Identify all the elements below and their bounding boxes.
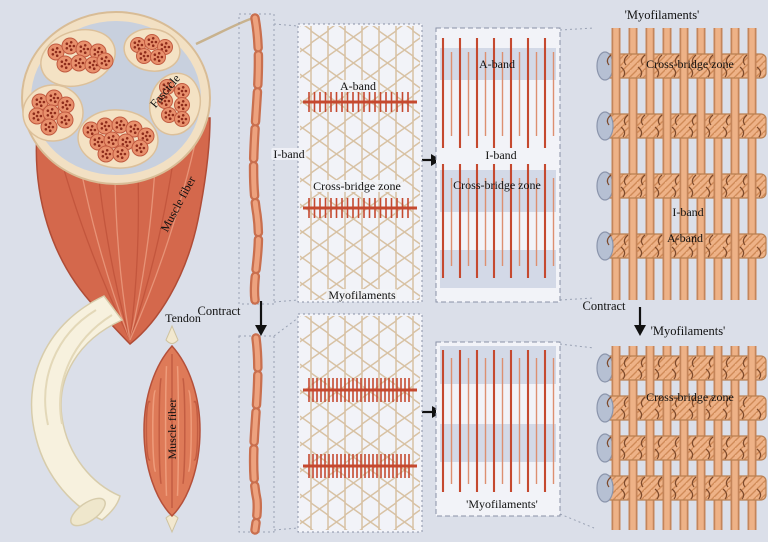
sarcomere-line-panels xyxy=(435,27,561,517)
label-hex-a-band: A-band xyxy=(338,79,378,93)
label-woven-a-band: A-band xyxy=(667,231,703,245)
label-woven-i-band: I-band xyxy=(672,205,704,219)
label-hex-i-band: I-band xyxy=(271,147,307,161)
label-woven-cross-bridge-bottom: Cross-bridge zone xyxy=(646,390,734,404)
label-line-cross-bridge: Cross-bridge zone xyxy=(453,178,541,192)
label-tendon: Tendon xyxy=(165,311,201,325)
label-woven-cross-bridge-top: Cross-bridge zone xyxy=(646,57,734,71)
label-woven-title-bottom: 'Myofilaments' xyxy=(650,323,726,338)
label-line-a-band: A-band xyxy=(479,57,515,71)
myofibril-strand xyxy=(238,13,275,535)
contract-arrow-right xyxy=(634,307,646,336)
arrows-and-connectors xyxy=(255,23,646,531)
contract-arrow-left xyxy=(255,301,267,336)
hex-lattice-panels xyxy=(297,23,423,533)
label-contract-left: Contract xyxy=(197,303,241,318)
label-hex-cross-bridge: Cross-bridge zone xyxy=(311,179,403,193)
label-line-i-band: I-band xyxy=(485,148,517,162)
label-hex-myofilaments: Myofilaments xyxy=(326,288,398,302)
label-line-myofilaments: 'Myofilaments' xyxy=(466,497,538,511)
label-spindle-fiber: Muscle fiber xyxy=(165,398,179,460)
muscle-anatomy xyxy=(21,11,254,534)
label-contract-right: Contract xyxy=(582,298,626,313)
label-woven-title-top: 'Myofilaments' xyxy=(624,7,700,22)
woven-myofilament-panels xyxy=(596,28,767,530)
